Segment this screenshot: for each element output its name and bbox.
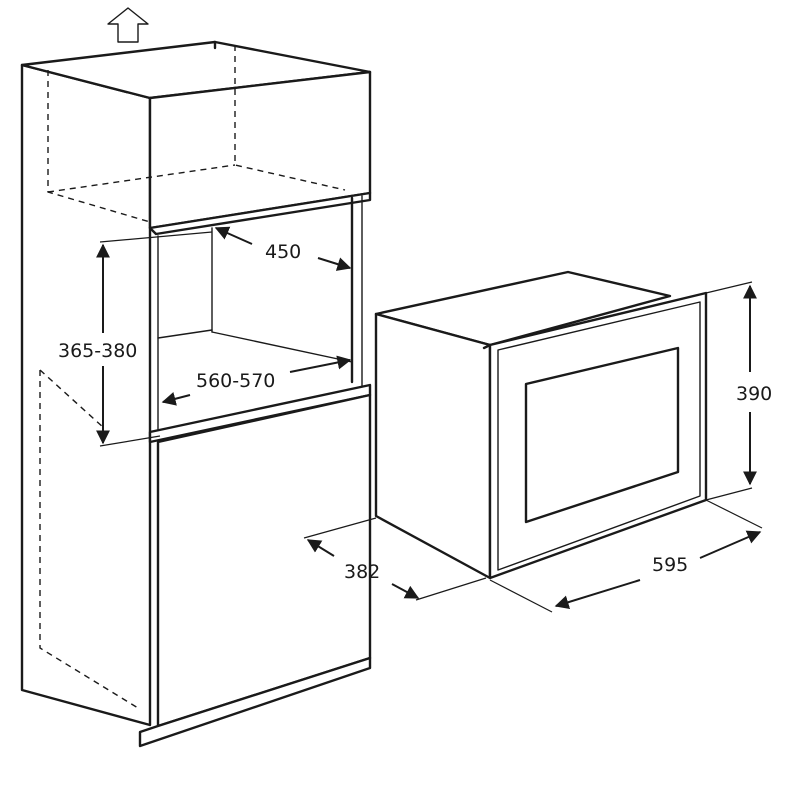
cabinet-left-side: [20, 63, 152, 727]
plinth: [138, 656, 372, 748]
niche-height-label: 365-380: [58, 340, 137, 362]
niche-floor-front: [157, 329, 213, 339]
niche-height-dimension: 365-380: [58, 231, 213, 447]
appliance-width-label: 595: [652, 554, 688, 576]
appliance-window: [524, 346, 680, 524]
built-in-appliance: [374, 270, 708, 580]
appliance-height-dimension: 390: [705, 281, 772, 501]
niche-depth-dimension: 560-570: [161, 355, 352, 406]
appliance-width-dimension: 595: [489, 499, 763, 613]
niche-width-dimension: 450: [214, 226, 352, 271]
niche-depth-label: 560-570: [196, 370, 275, 392]
niche-back-bottom-edge: [211, 331, 353, 363]
appliance-depth-dimension: 382: [303, 517, 487, 601]
appliance-side: [374, 312, 492, 580]
tall-cabinet: [20, 40, 372, 748]
appliance-depth-label: 382: [344, 561, 380, 583]
ventilation-up-arrow-icon: [107, 7, 149, 43]
niche-width-label: 450: [265, 241, 301, 263]
appliance-height-label: 390: [736, 383, 772, 405]
